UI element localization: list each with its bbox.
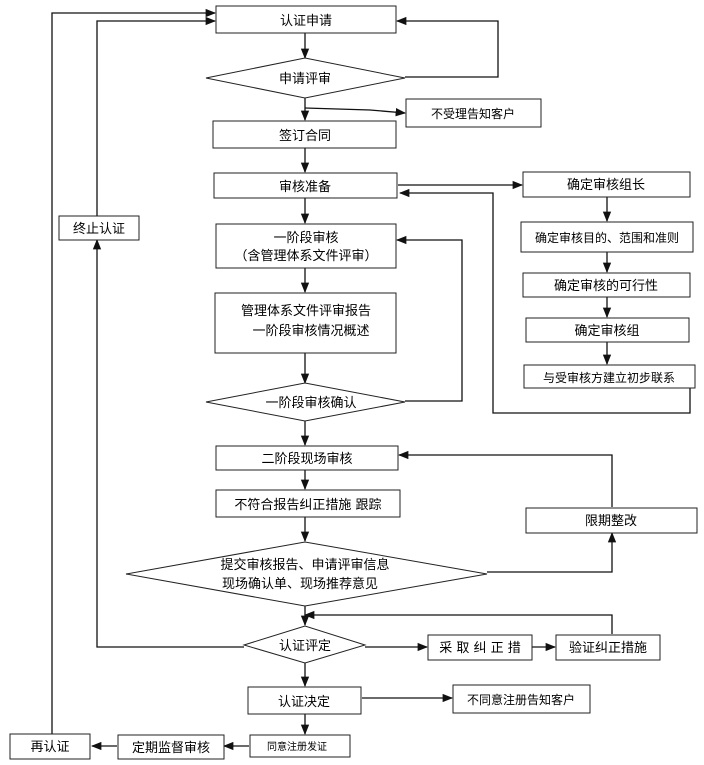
node-objectives: 确定审核目的、范围和准则 [520, 221, 694, 253]
arrow-deadline-stage2 [397, 450, 613, 507]
node-team-leader-label: 确定审核组长 [567, 178, 645, 193]
node-contact-label: 与受审核方建立初步联系 [543, 370, 675, 385]
node-deadline-fix-label: 限期整改 [585, 514, 637, 529]
node-evaluate-label: 认证评定 [279, 639, 331, 654]
node-submit-label-1: 提交审核报告、申请评审信息 [220, 557, 389, 573]
node-nonconform: 不符合报告纠正措施 跟踪 [215, 489, 401, 518]
node-deny-notify-label: 不同意注册告知客户 [467, 692, 575, 707]
node-terminate-label: 终止认证 [73, 221, 125, 237]
node-corrective: 采 取 纠 正 措 [427, 634, 533, 661]
node-sign-contract: 签订合同 [212, 120, 397, 149]
node-stage1-confirm: 一阶段审核确认 [205, 382, 406, 422]
node-stage1-label-2: （含管理体系文件评审） [234, 248, 377, 264]
arrow-submit-deadline [487, 531, 617, 573]
node-verify-label: 验证纠正措施 [569, 640, 647, 656]
node-feasibility: 确定审核的可行性 [522, 272, 691, 298]
node-prepare-label: 审核准备 [279, 179, 331, 195]
node-decision: 认证决定 [247, 686, 362, 715]
node-report-label-1: 管理体系文件评审报告 [241, 304, 371, 319]
node-corrective-label: 采 取 纠 正 措 [439, 641, 521, 656]
node-submit: 提交审核报告、申请评审信息 现场确认单、现场推荐意见 [125, 541, 488, 607]
node-deny-notify: 不同意注册告知客户 [452, 684, 591, 714]
node-sign-contract-label: 签订合同 [279, 128, 331, 144]
node-apply-label: 认证申请 [280, 14, 332, 29]
node-stage2: 二阶段现场审核 [215, 445, 399, 471]
node-stage1-label-1: 一阶段审核 [273, 231, 338, 246]
arrow-contact-prepare [398, 188, 691, 414]
node-team-leader: 确定审核组长 [522, 171, 691, 198]
arrow-review-loop-apply [395, 16, 499, 78]
arrow-confirm-loop-stage1 [395, 235, 463, 402]
node-recert-label: 再认证 [30, 740, 69, 755]
node-team-label: 确定审核组 [574, 324, 639, 339]
arrow-review-reject [304, 107, 407, 117]
node-team: 确定审核组 [525, 317, 690, 343]
node-reject-notify: 不受理告知客户 [405, 98, 542, 128]
node-agree-issue: 同意注册发证 [249, 734, 351, 758]
node-surveillance: 定期监督审核 [117, 734, 225, 760]
node-report: 管理体系文件评审报告 一阶段审核情况概述 [214, 292, 397, 354]
node-apply: 认证申请 [215, 5, 397, 34]
node-submit-label-2: 现场确认单、现场推荐意见 [222, 576, 378, 592]
node-verify: 验证纠正措施 [555, 634, 661, 661]
node-reject-notify-label: 不受理告知客户 [431, 106, 515, 121]
arrow-verify-evaluate [303, 610, 613, 634]
node-terminate: 终止认证 [58, 215, 140, 241]
node-recert: 再认证 [9, 733, 91, 760]
node-evaluate: 认证评定 [242, 625, 367, 664]
node-stage1-confirm-label: 一阶段审核确认 [265, 396, 356, 411]
node-review-apply-label: 申请评审 [279, 72, 331, 87]
node-stage1: 一阶段审核 （含管理体系文件评审） [215, 223, 397, 269]
node-prepare: 审核准备 [213, 172, 398, 199]
connectors [51, 8, 691, 751]
node-agree-issue-label: 同意注册发证 [267, 740, 327, 753]
arrow-terminate-apply [96, 16, 217, 216]
node-stage2-label: 二阶段现场审核 [261, 452, 352, 467]
arrow-evaluate-terminate [92, 238, 244, 648]
node-report-label-2: 一阶段审核情况概述 [252, 324, 369, 339]
node-deadline-fix: 限期整改 [525, 507, 698, 534]
node-decision-label: 认证决定 [278, 695, 330, 710]
arrow-recert-apply [51, 8, 217, 734]
node-contact: 与受审核方建立初步联系 [523, 364, 696, 389]
node-review-apply: 申请评审 [205, 57, 406, 99]
node-nonconform-label: 不符合报告纠正措施 跟踪 [234, 497, 381, 513]
node-objectives-label: 确定审核目的、范围和准则 [535, 230, 679, 245]
node-feasibility-label: 确定审核的可行性 [554, 278, 658, 294]
node-surveillance-label: 定期监督审核 [132, 741, 210, 756]
